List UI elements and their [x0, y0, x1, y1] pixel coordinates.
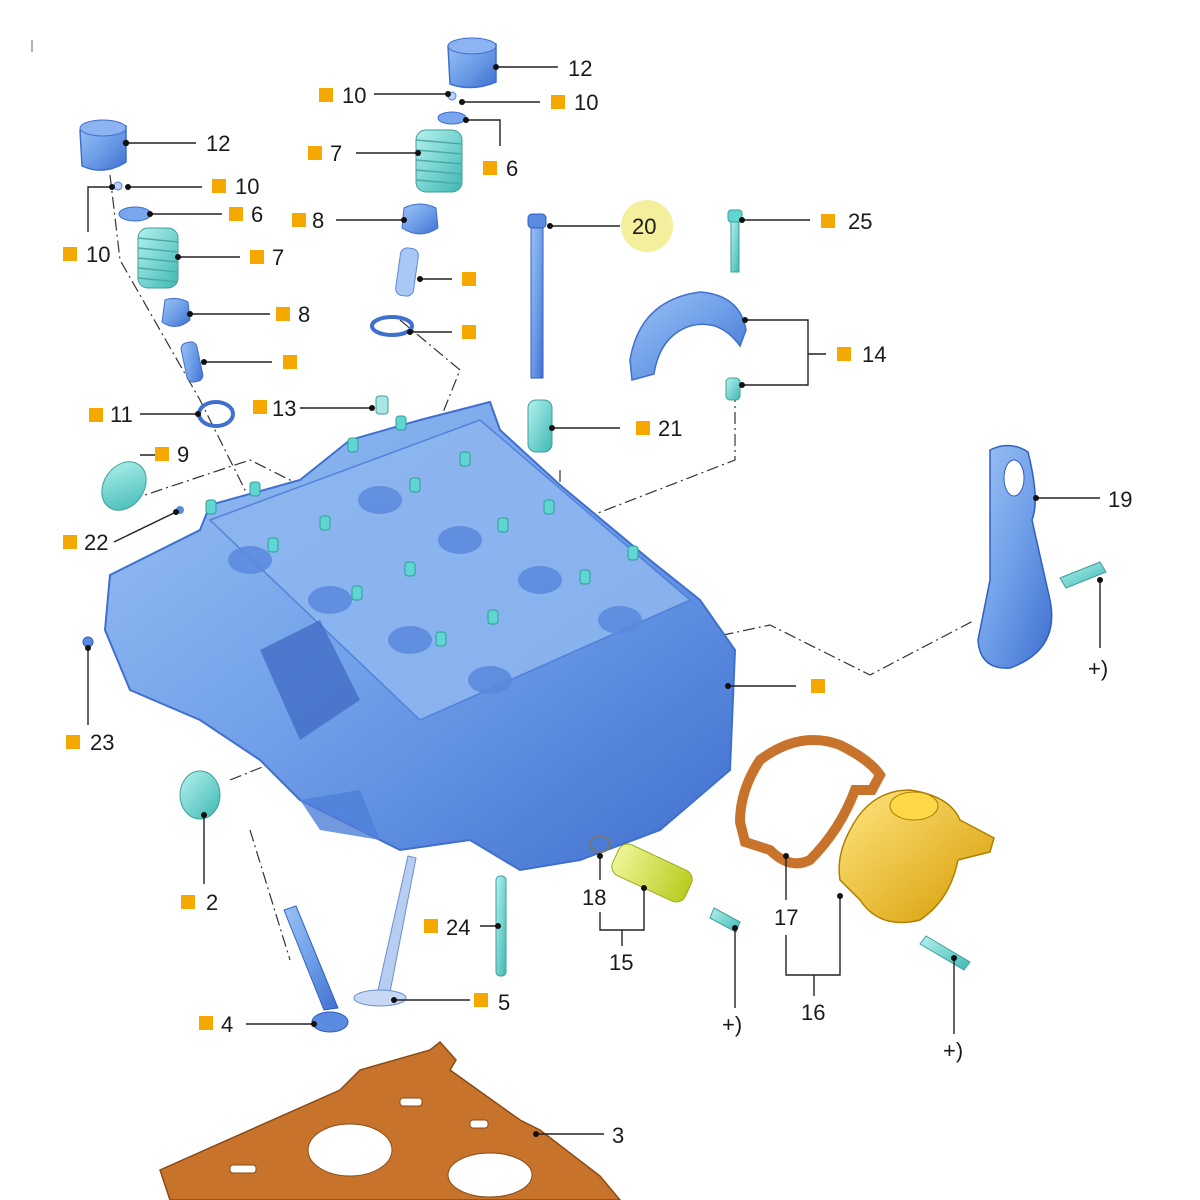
callout-9: 9 [177, 442, 189, 467]
callout-16: 16 [801, 1000, 825, 1025]
callout-6-center: 6 [506, 156, 518, 181]
valve-4 [283, 905, 349, 1033]
callout-10-left-upper: 10 [235, 174, 259, 199]
callout-7-center: 7 [330, 141, 342, 166]
callout-21: 21 [658, 416, 682, 441]
callout-10-center-right: 10 [574, 90, 598, 115]
callout-14: 14 [862, 342, 886, 367]
bracket-19 [977, 444, 1107, 669]
callout-10-left-lower: 10 [86, 242, 110, 267]
callout-12-left: 12 [206, 131, 230, 156]
callout-4: 4 [221, 1012, 233, 1037]
valve-5 [353, 855, 417, 1007]
callout-15: 15 [609, 950, 633, 975]
callout-7-left: 7 [272, 245, 284, 270]
callout-6-left: 6 [251, 202, 263, 227]
callout-20-highlight [621, 200, 673, 252]
orange-marker-squares [63, 88, 851, 1030]
callout-8-left: 8 [298, 302, 310, 327]
callout-18: 18 [582, 885, 606, 910]
callout-24: 24 [446, 915, 470, 940]
callout-11: 11 [110, 402, 133, 427]
callout-10-center-left: 10 [342, 83, 366, 108]
bolt-25 [727, 209, 743, 273]
callout-22: 22 [84, 530, 108, 555]
callout-12-center: 12 [568, 56, 592, 81]
gasket-17 [734, 735, 886, 869]
sensor-15 [611, 843, 741, 933]
valve-stack-center [370, 37, 497, 337]
small-parts [82, 395, 611, 977]
callout-13: 13 [272, 396, 296, 421]
callout-labels: 12 10 10 6 7 8 12 10 10 6 7 8 20 25 14 1… [84, 56, 1132, 1148]
callout-2: 2 [206, 890, 218, 915]
callout-25: 25 [848, 209, 872, 234]
callout-20: 20 [632, 214, 656, 239]
leader-lines [87, 66, 1101, 1135]
valve-stack-left [79, 119, 235, 428]
bearing-cap-14 [629, 291, 747, 401]
callout-plus-sensor: +) [722, 1012, 742, 1037]
cylinder-head [103, 400, 737, 872]
callout-23: 23 [90, 730, 114, 755]
bolt-20 [527, 213, 547, 379]
head-gasket-3 [159, 1040, 621, 1200]
housing-16 [838, 789, 995, 971]
callout-plus-right: +) [1088, 656, 1108, 681]
callout-5: 5 [498, 990, 510, 1015]
callout-19: 19 [1108, 487, 1132, 512]
callout-3: 3 [612, 1123, 624, 1148]
callout-plus-housing: +) [943, 1038, 963, 1063]
callout-8-center: 8 [312, 208, 324, 233]
callout-17: 17 [774, 905, 798, 930]
sleeve-21 [527, 399, 553, 453]
